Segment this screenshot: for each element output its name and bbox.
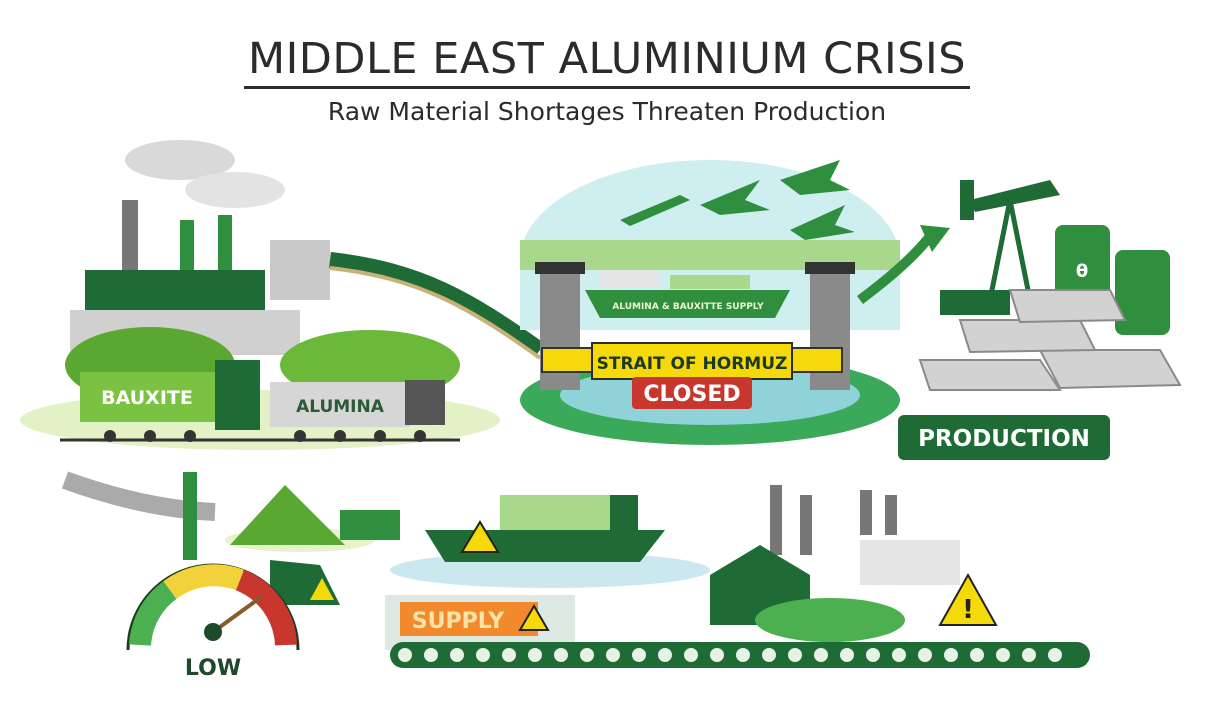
conveyor-roller [424, 648, 438, 662]
conveyor-roller [1022, 648, 1036, 662]
closure-barrier: STRAIT OF HORMUZ CLOSED [541, 342, 843, 409]
warning-triangle-icon [938, 572, 998, 626]
alumina-label: ALUMINA [296, 397, 385, 417]
conveyor-roller [632, 648, 646, 662]
closed-label: CLOSED [643, 382, 740, 407]
conveyor-roller [736, 648, 750, 662]
conveyor-roller [970, 648, 984, 662]
conveyor-roller [684, 648, 698, 662]
conveyor-roller [450, 648, 464, 662]
gauge-needle [211, 595, 263, 634]
conveyor-roller [554, 648, 568, 662]
conveyor-roller [476, 648, 490, 662]
conveyor-roller [762, 648, 776, 662]
conveyor-roller [580, 648, 594, 662]
page-title-text: MIDDLE EAST ALUMINIUM CRISIS [243, 34, 971, 89]
smelter-factory: ! [710, 485, 998, 642]
conveyor-roller [918, 648, 932, 662]
conveyor-roller [398, 648, 412, 662]
conveyor-roller [502, 648, 516, 662]
conveyor-roller [528, 648, 542, 662]
production-badge [898, 415, 1110, 460]
svg-text:!: ! [962, 595, 974, 625]
stockpile [225, 485, 400, 552]
conveyor-roller [710, 648, 724, 662]
production-scene: θ PRODUCTION [856, 180, 1182, 460]
bottom-cargo-ship [390, 495, 710, 588]
gauge-label: LOW [185, 656, 241, 681]
page-subtitle: Raw Material Shortages Threaten Producti… [327, 97, 887, 126]
conveyor-roller [996, 648, 1010, 662]
decline-arrow [61, 471, 216, 560]
conveyor-roller [866, 648, 880, 662]
conveyor-roller [814, 648, 828, 662]
bauxite-cart: BAUXITE ALUMINA [60, 360, 460, 442]
fighter-jets [620, 160, 855, 240]
cargo-ship: ALUMINA & BAUXITTE SUPPLY [585, 270, 790, 318]
page-title: MIDDLE EAST ALUMINIUM CRISIS [0, 34, 1214, 89]
conveyor-roller [788, 648, 802, 662]
supply-conveyor: SUPPLY [385, 595, 1090, 668]
production-label: PRODUCTION [918, 426, 1090, 452]
oil-pump [970, 180, 1060, 212]
bauxite-label: BAUXITE [101, 387, 193, 409]
conveyor-roller [606, 648, 620, 662]
warning-sign-small [270, 560, 340, 605]
supply-label: SUPPLY [412, 609, 506, 634]
aluminium-ingots [918, 289, 1182, 391]
strait-of-hormuz-scene: ALUMINA & BAUXITTE SUPPLY STRAIT OF HORM… [520, 160, 900, 445]
conveyor-roller [1048, 648, 1062, 662]
strait-label: STRAIT OF HORMUZ [597, 354, 788, 374]
ship-cargo-label: ALUMINA & BAUXITTE SUPPLY [612, 302, 764, 312]
oil-barrels: θ [1055, 225, 1170, 335]
conveyor-roller [944, 648, 958, 662]
barrel-symbol: θ [1076, 261, 1088, 282]
conveyor-roller [892, 648, 906, 662]
supply-gauge: LOW [126, 563, 300, 681]
conveyor-roller [658, 648, 672, 662]
conveyor-roller [840, 648, 854, 662]
